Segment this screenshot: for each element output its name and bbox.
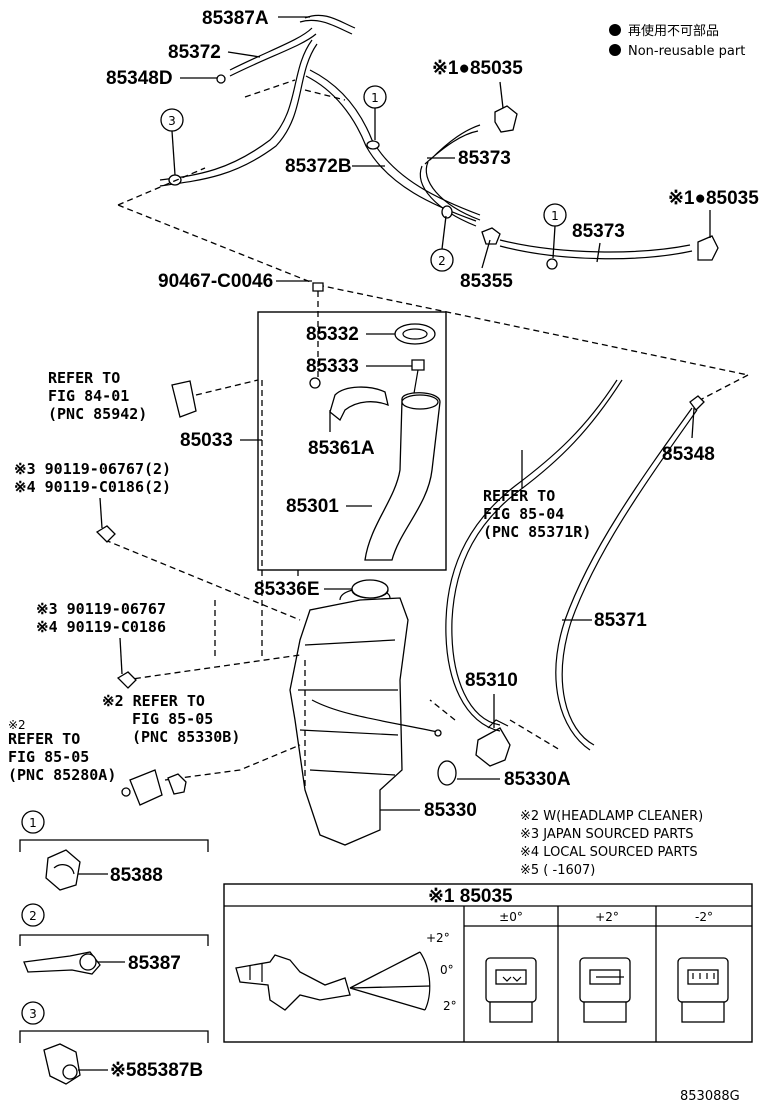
label-85035-b: ※1●85035 (668, 188, 759, 209)
svg-text:3: 3 (168, 114, 176, 128)
svg-text:REFER TO: REFER TO (48, 369, 120, 387)
label-85348: 85348 (662, 444, 715, 465)
angle-0: 0° (440, 963, 454, 977)
label-85348D: 85348D (106, 68, 173, 89)
label-85372: 85372 (168, 42, 221, 63)
callout-2: 2 (430, 215, 454, 272)
label-85310: 85310 (465, 670, 518, 691)
pump-85280A (129, 769, 163, 806)
svg-text:3: 3 (29, 1007, 37, 1021)
label-85332: 85332 (306, 324, 359, 345)
svg-text:FIG 85-05: FIG 85-05 (132, 710, 213, 728)
drawing-code: 853088G (680, 1089, 740, 1104)
angle-minus2: 2° (443, 999, 457, 1013)
col-plus2: +2° (595, 910, 619, 924)
ref-fig-85-05-b: ※2 REFER TO FIG 85-05 (PNC 85280A) (8, 718, 116, 784)
svg-text:(PNC 85280A): (PNC 85280A) (8, 766, 116, 784)
callout-3: 3 (160, 108, 184, 176)
svg-text:FIG 84-01: FIG 84-01 (48, 387, 129, 405)
col-0: ±0° (499, 910, 523, 924)
label-85372B: 85372B (285, 156, 352, 177)
label-85388: 85388 (110, 865, 163, 886)
label-85373-b: 85373 (572, 221, 625, 242)
pump-85310 (475, 727, 511, 767)
bolt-90119-b (116, 671, 137, 689)
hose-85371 (445, 379, 623, 732)
label-85371: 85371 (594, 610, 647, 631)
callout-1b: 1 (543, 203, 567, 259)
pump-85330B-grommet (167, 773, 187, 795)
ref-fig-85-05-a: ※2 REFER TO FIG 85-05 (PNC 85330B) (102, 692, 240, 746)
svg-text:1: 1 (29, 816, 37, 830)
nozzle-table: ※1 85035 ±0° +2° -2° +2° 0° 2° (223, 883, 753, 1043)
svg-text:1: 1 (551, 209, 559, 223)
label-85035-a: ※1●85035 (432, 58, 523, 79)
svg-text:※4 LOCAL SOURCED PARTS: ※4 LOCAL SOURCED PARTS (520, 845, 698, 860)
legend-bullet-ja (609, 24, 621, 36)
sub-assembly-box (257, 311, 447, 571)
label-85387B: ※585387B (110, 1060, 203, 1081)
svg-text:2: 2 (29, 909, 37, 923)
label-bolt-1b: ※4 90119-C0186(2) (14, 478, 171, 496)
svg-text:(PNC 85942): (PNC 85942) (48, 405, 147, 423)
bracket-85942 (171, 380, 197, 418)
grommet-85330A (437, 760, 457, 786)
connector-minus2 (677, 957, 729, 1023)
svg-text:※3 JAPAN SOURCED PARTS: ※3 JAPAN SOURCED PARTS (520, 827, 694, 842)
detail-3: 3 ※585387B (19, 1001, 209, 1085)
callout-1a: 1 (363, 85, 387, 140)
label-85355: 85355 (460, 271, 513, 292)
label-85330: 85330 (424, 800, 477, 821)
label-bolt-2a: ※3 90119-06767 (36, 600, 166, 618)
svg-text:FIG 85-05: FIG 85-05 (8, 748, 89, 766)
bolt-90119-a (95, 525, 116, 543)
label-85387: 85387 (128, 953, 181, 974)
label-85373-a: 85373 (458, 148, 511, 169)
label-85336E: 85336E (254, 579, 320, 600)
svg-text:2: 2 (438, 254, 446, 268)
col-minus2: -2° (695, 910, 713, 924)
svg-text:1: 1 (371, 91, 379, 105)
svg-text:(PNC 85330B): (PNC 85330B) (132, 728, 240, 746)
label-85330A: 85330A (504, 769, 571, 790)
label-85033: 85033 (180, 430, 233, 451)
nozzle-table-title: ※1 85035 (428, 886, 513, 907)
label-85301: 85301 (286, 496, 339, 517)
ref-fig-85-04: REFER TO FIG 85-04 (PNC 85371R) (483, 450, 591, 541)
detail-2: 2 85387 (19, 903, 209, 975)
footnotes: ※2 W(HEADLAMP CLEANER) ※3 JAPAN SOURCED … (520, 809, 703, 878)
ref-fig-84-01: REFER TO FIG 84-01 (PNC 85942) (48, 369, 147, 423)
label-85333: 85333 (306, 356, 359, 377)
label-90467: 90467-C0046 (158, 271, 273, 292)
label-85361A: 85361A (308, 438, 375, 459)
label-bolt-2b: ※4 90119-C0186 (36, 618, 166, 636)
svg-text:FIG 85-04: FIG 85-04 (483, 505, 564, 523)
connector-0 (485, 957, 537, 1023)
reservoir-tank (289, 581, 442, 846)
connector-plus2 (579, 957, 631, 1023)
svg-text:※2 W(HEADLAMP CLEANER): ※2 W(HEADLAMP CLEANER) (520, 809, 703, 824)
detail-1: 1 85388 (19, 810, 209, 891)
label-bolt-1a: ※3 90119-06767(2) (14, 460, 171, 478)
legend-text-ja: 再使用不可部品 (628, 23, 719, 39)
svg-text:※2: ※2 (8, 718, 26, 732)
svg-text:※5 ( -1607): ※5 ( -1607) (520, 863, 595, 878)
angle-plus2: +2° (426, 931, 450, 945)
svg-text:※2 REFER TO: ※2 REFER TO (102, 692, 205, 710)
svg-text:(PNC 85371R): (PNC 85371R) (483, 523, 591, 541)
label-85387A: 85387A (202, 8, 269, 29)
svg-text:REFER TO: REFER TO (8, 730, 80, 748)
legend-bullet-en (609, 44, 621, 56)
svg-text:REFER TO: REFER TO (483, 487, 555, 505)
legend-text-en: Non-reusable part (628, 44, 745, 59)
